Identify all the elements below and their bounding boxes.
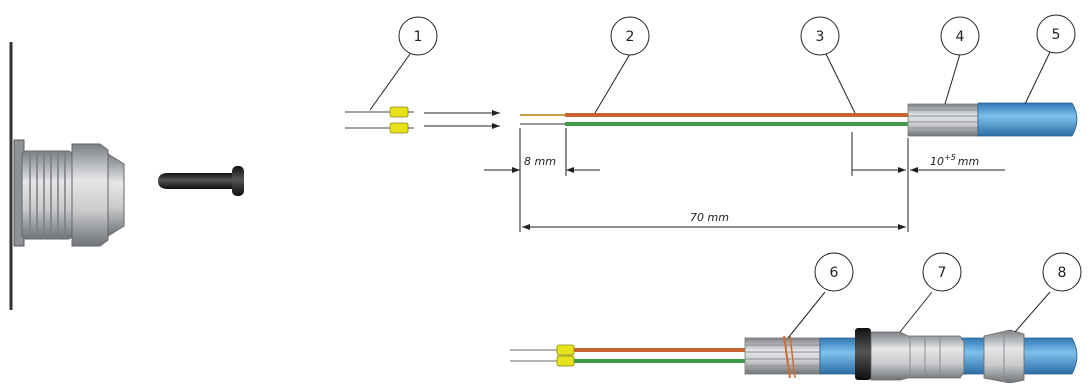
- cable-gland-body: [13, 139, 125, 247]
- dimension-total-length: 70 mm: [522, 138, 909, 232]
- callout-3: 3: [800, 16, 840, 56]
- svg-text:10+5mm: 10+5mm: [930, 153, 979, 168]
- callout-6-label: 6: [830, 265, 839, 281]
- strip-length-label: 8 mm: [524, 155, 556, 168]
- insulated-wires: [565, 113, 910, 126]
- assembled-shield: [744, 337, 821, 375]
- callout-1-label: 1: [414, 29, 423, 45]
- callout-4-label: 4: [956, 29, 965, 45]
- stripped-conductors: [520, 114, 566, 125]
- assembled-wires: [510, 344, 745, 367]
- callout-4: 4: [940, 16, 980, 56]
- shield-length-unit: mm: [958, 155, 979, 168]
- callout-3-label: 3: [816, 29, 825, 45]
- gland-cap-nut: [983, 329, 1025, 384]
- dimension-strip-length: 8 mm: [484, 128, 600, 232]
- gland-seal-ring: [855, 328, 871, 380]
- callout-2-label: 2: [626, 29, 635, 45]
- blanking-plug: [158, 166, 244, 196]
- gland-clamping-insert: [870, 331, 965, 381]
- callout-5: 5: [1036, 14, 1076, 54]
- callout-7-label: 7: [938, 265, 947, 281]
- shield-length-value: 10: [930, 155, 944, 168]
- insert-arrows: [424, 110, 500, 129]
- cable-jacket: [977, 102, 1078, 137]
- wire-ferrules: [345, 106, 414, 134]
- total-length-label: 70 mm: [690, 211, 729, 224]
- callout-8-label: 8: [1058, 265, 1067, 281]
- leader-lines: [369, 51, 1051, 339]
- braided-shield: [907, 103, 979, 137]
- copper-tape-wrap: [783, 335, 796, 379]
- callout-2: 2: [610, 16, 650, 56]
- shield-length-tolerance: +5: [944, 153, 956, 162]
- callout-5-label: 5: [1052, 27, 1061, 43]
- callout-1: 1: [398, 16, 438, 56]
- callout-6: 6: [814, 252, 854, 292]
- callout-8: 8: [1042, 252, 1082, 292]
- callout-7: 7: [922, 252, 962, 292]
